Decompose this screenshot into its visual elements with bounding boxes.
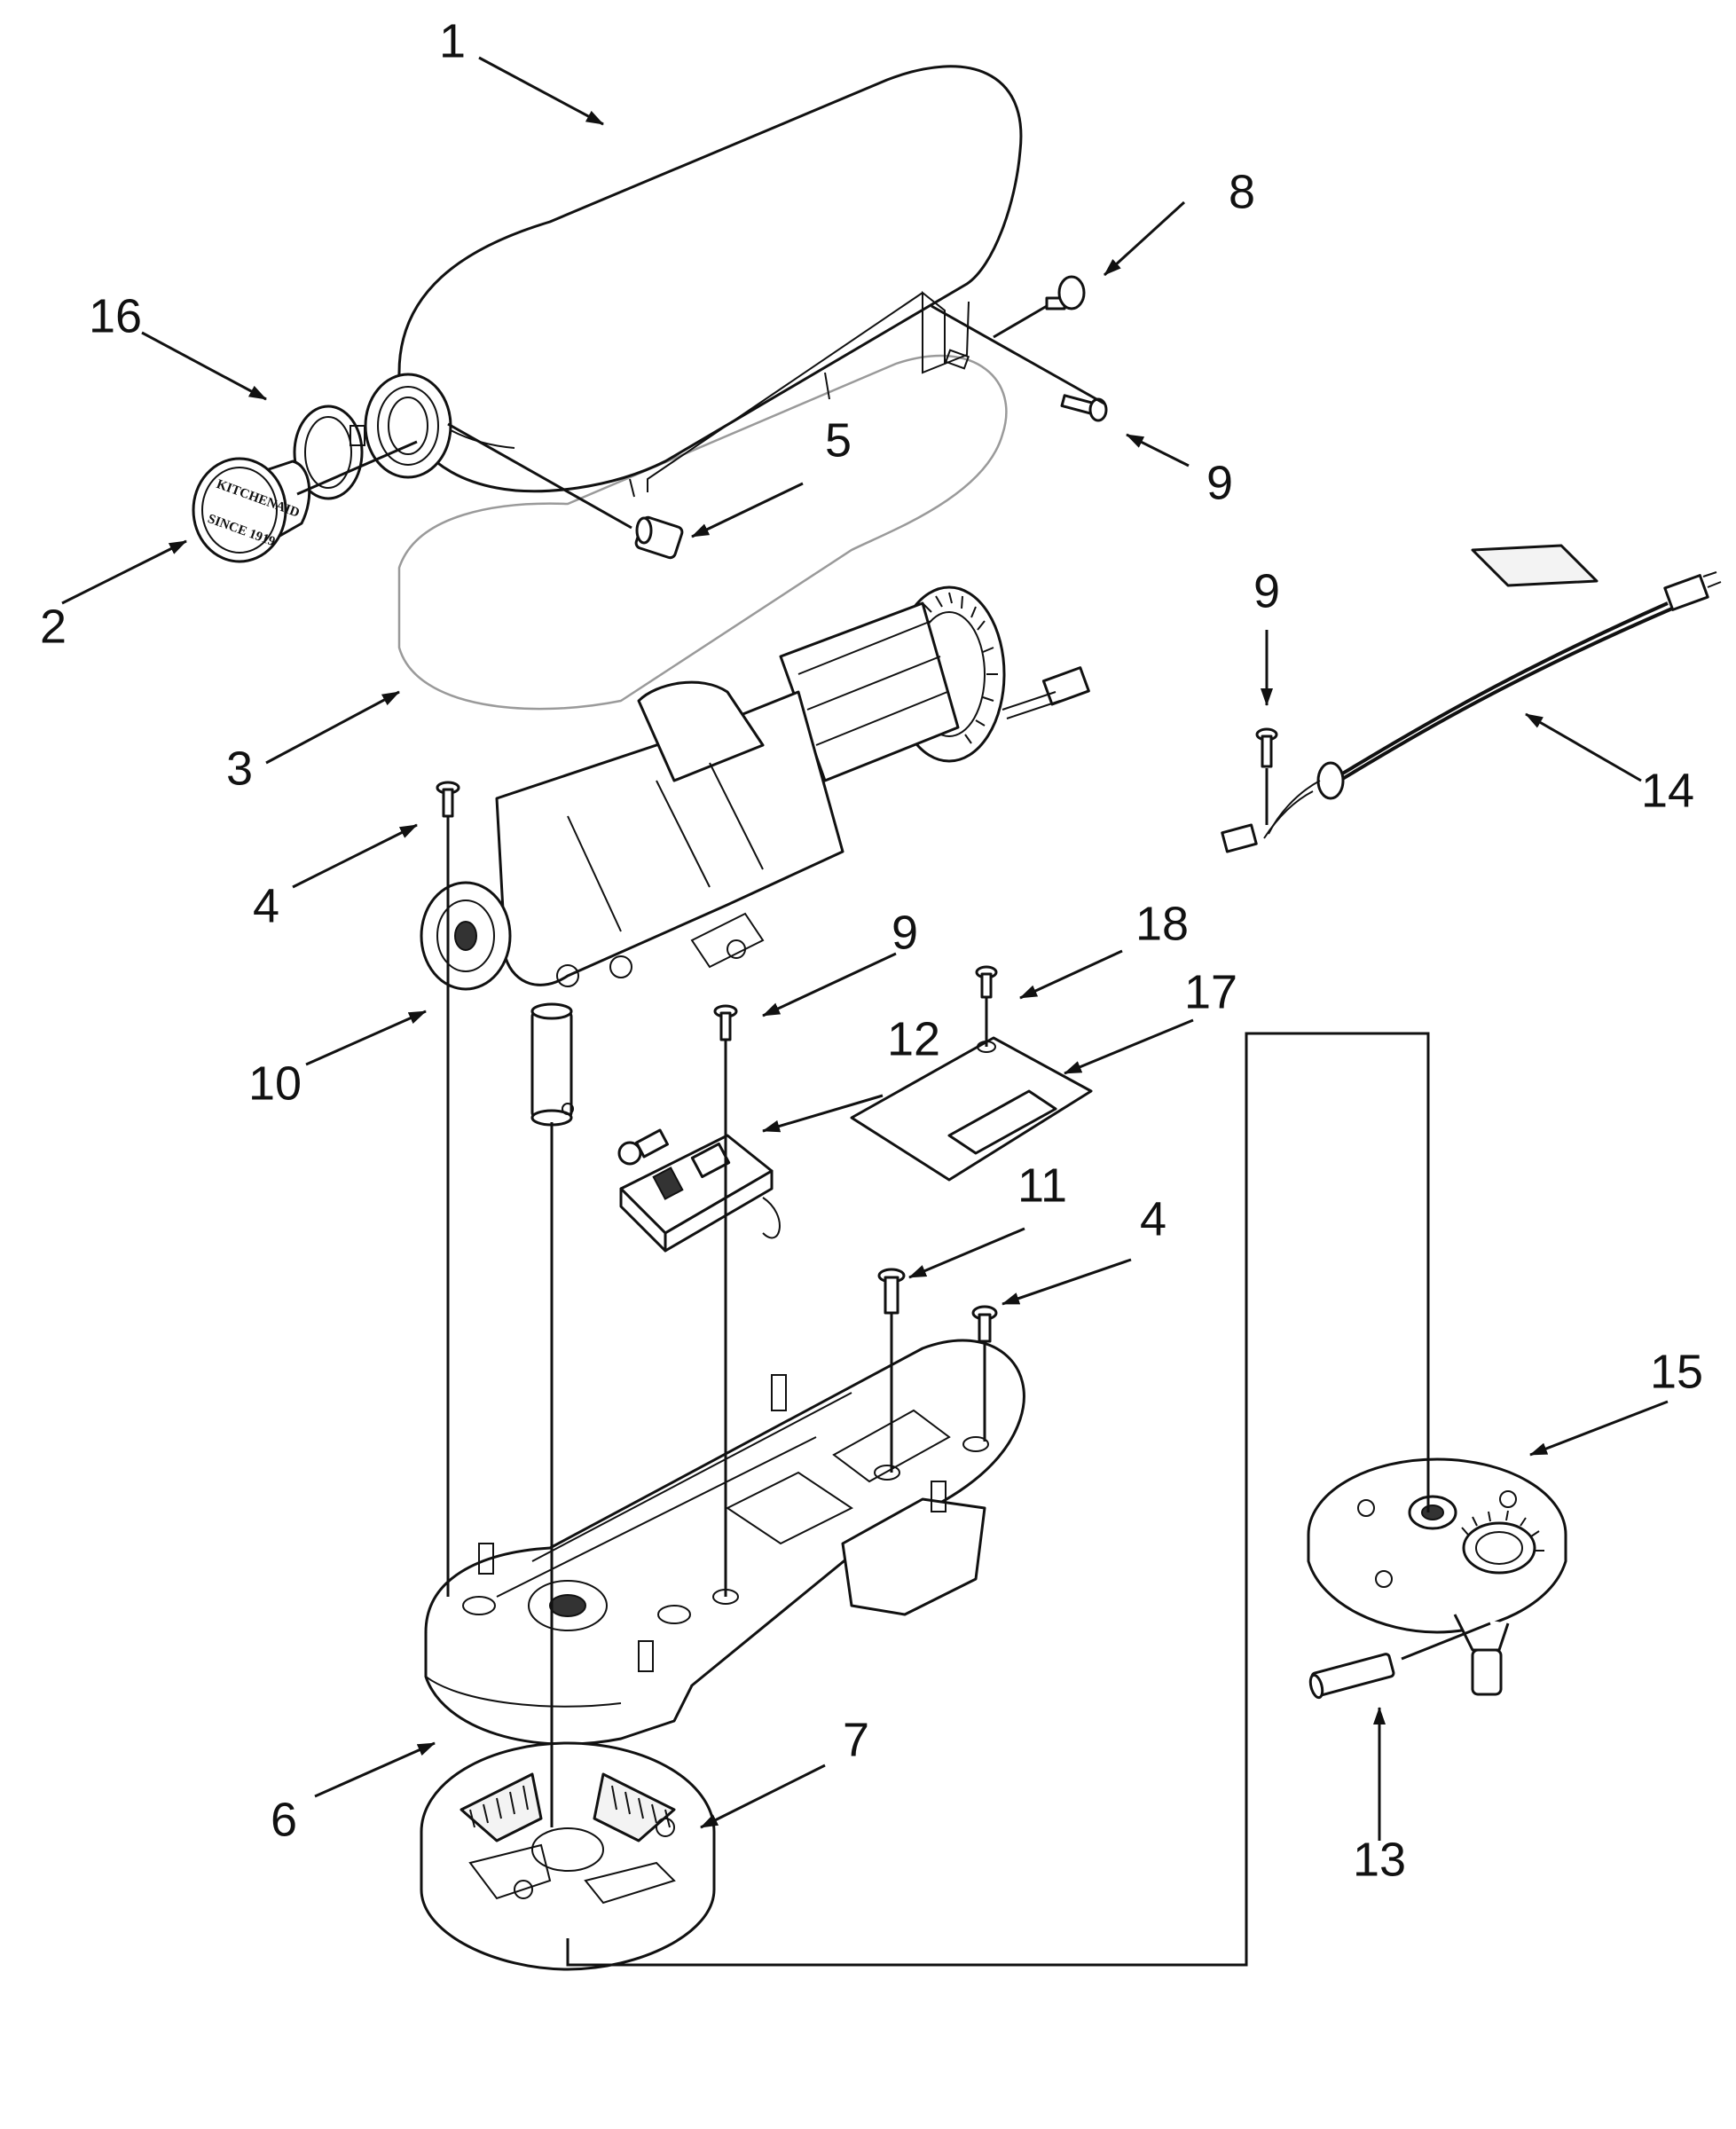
callout-label-14: 14 [1641,764,1694,817]
control-plate-part-17 [850,1036,1093,1182]
hub-knob-part-2: KITCHENAID SINCE 1919 [192,457,311,563]
callout-label-15: 15 [1650,1345,1703,1398]
screw-part-9-middle [713,1004,738,1041]
callout-label-2: 2 [40,600,67,653]
callout-label-1: 1 [439,14,466,67]
motor-assembly-part-10 [420,585,1090,1127]
screw-part-9-housing [1060,394,1108,422]
power-cord-part-14 [1221,544,1722,853]
screw-part-11 [877,1268,906,1315]
screw-part-9-cord [1255,727,1278,768]
pin-part-13 [1308,1653,1395,1700]
callout-label-9-cord: 9 [1253,564,1280,617]
callout-label-3: 3 [226,742,253,795]
planetary-housing-part-15 [1307,1457,1567,1696]
callout-label-16: 16 [89,289,142,342]
control-board-part-12 [617,1128,781,1253]
callout-label-13: 13 [1353,1833,1406,1886]
callout-label-6: 6 [271,1793,297,1846]
callout-labels: 1 2 3 4 4 5 6 7 8 9 9 9 10 11 12 13 14 1… [40,14,1703,1886]
callout-label-7: 7 [843,1713,869,1766]
callout-label-10: 10 [248,1057,302,1110]
callout-label-12: 12 [887,1012,940,1065]
base-plate-part-7 [420,1741,716,1971]
callout-label-9-housing: 9 [1206,456,1233,509]
screw-part-4-lower [971,1305,998,1343]
hinge-pin-part-5 [634,515,684,560]
callout-arrows [61,56,1669,1841]
screw-part-4-upper [436,781,460,818]
attachment-hub-ring [364,373,452,479]
trim-band-part-16 [293,405,365,500]
screw-part-18 [975,965,998,999]
assembly-leader-lines [296,304,1491,1967]
callout-label-9-middle: 9 [892,906,918,959]
callout-label-8: 8 [1229,165,1255,218]
gasket-part-3 [397,354,1008,711]
callout-label-4-upper: 4 [253,879,279,932]
screw-part-8 [1045,275,1086,310]
callout-label-17: 17 [1184,965,1237,1018]
callout-label-18: 18 [1135,897,1189,950]
callout-label-11: 11 [1017,1159,1067,1212]
motor-housing-part-1 [397,65,1023,498]
callout-label-5: 5 [825,413,852,467]
callout-label-4-lower: 4 [1140,1192,1166,1245]
